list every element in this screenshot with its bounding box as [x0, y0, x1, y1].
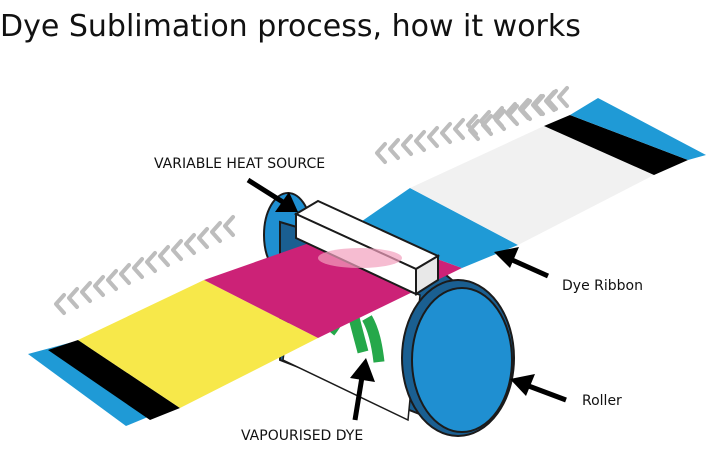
chevron-left-icon [132, 257, 144, 279]
chevron-left-icon [54, 293, 66, 315]
printed-green-stroke [362, 315, 385, 363]
page-title: Dye Sublimation process, how it works [0, 9, 581, 44]
ribbon-cyan-left [28, 340, 160, 426]
ribbon-black-left [48, 340, 180, 420]
chevron-left-icon [427, 126, 439, 148]
chevron-left-icon [414, 130, 426, 152]
chevron-left-icon [507, 104, 519, 126]
chevron-left-icon [453, 118, 465, 140]
chevron-left-icon [557, 86, 569, 108]
chevron-left-icon [546, 89, 558, 111]
ribbon-black-right [544, 115, 688, 175]
roller-front-face [411, 287, 513, 433]
arrow-to-roller [510, 374, 567, 403]
chevron-left-icon [494, 109, 506, 131]
chevron-left-icon [80, 281, 92, 303]
dye-ribbon [28, 98, 706, 426]
variable-heat-source-bar [293, 199, 441, 296]
chevron-left-icon [184, 233, 196, 255]
ribbon-white-panel [410, 126, 654, 245]
ribbon-yellow-panel [78, 280, 318, 408]
chevron-left-icon [93, 275, 105, 297]
chevron-left-icon [440, 122, 452, 144]
arrow-to-heat-source [246, 177, 298, 212]
ribbon-cyan-right [570, 98, 706, 160]
label-dye-ribbon: Dye Ribbon [562, 278, 643, 294]
direction-chevron-rows [54, 86, 569, 315]
chevron-left-icon [197, 227, 209, 249]
heat-glow [318, 248, 402, 268]
chevron-left-icon [468, 119, 480, 141]
chevron-left-icon [158, 245, 170, 267]
pointer-arrows [246, 177, 567, 421]
label-vapourised-dye: VAPOURISED DYE [241, 428, 363, 444]
ribbon-cyan-panel [352, 188, 518, 268]
chevron-left-icon [223, 215, 235, 237]
chevron-left-icon [481, 114, 493, 136]
heat-bar-side [415, 254, 439, 296]
roller-front [401, 279, 515, 437]
chevron-left-icon [145, 251, 157, 273]
chevron-left-icon [171, 239, 183, 261]
chevron-left-icon [520, 99, 532, 121]
chevron-left-icon [210, 221, 222, 243]
chevron-left-icon [401, 134, 413, 156]
chevron-left-icon [388, 138, 400, 160]
label-roller: Roller [582, 393, 622, 409]
chevron-left-icon [533, 94, 545, 116]
chevron-left-icon [106, 269, 118, 291]
chevron-left-icon [119, 263, 131, 285]
arrow-to-ribbon [494, 247, 550, 279]
arrow-to-vapourised-dye [350, 358, 375, 421]
chevron-left-icon [67, 287, 79, 309]
label-variable-heat-source: VARIABLE HEAT SOURCE [154, 156, 325, 172]
chevron-left-icon [375, 142, 387, 164]
